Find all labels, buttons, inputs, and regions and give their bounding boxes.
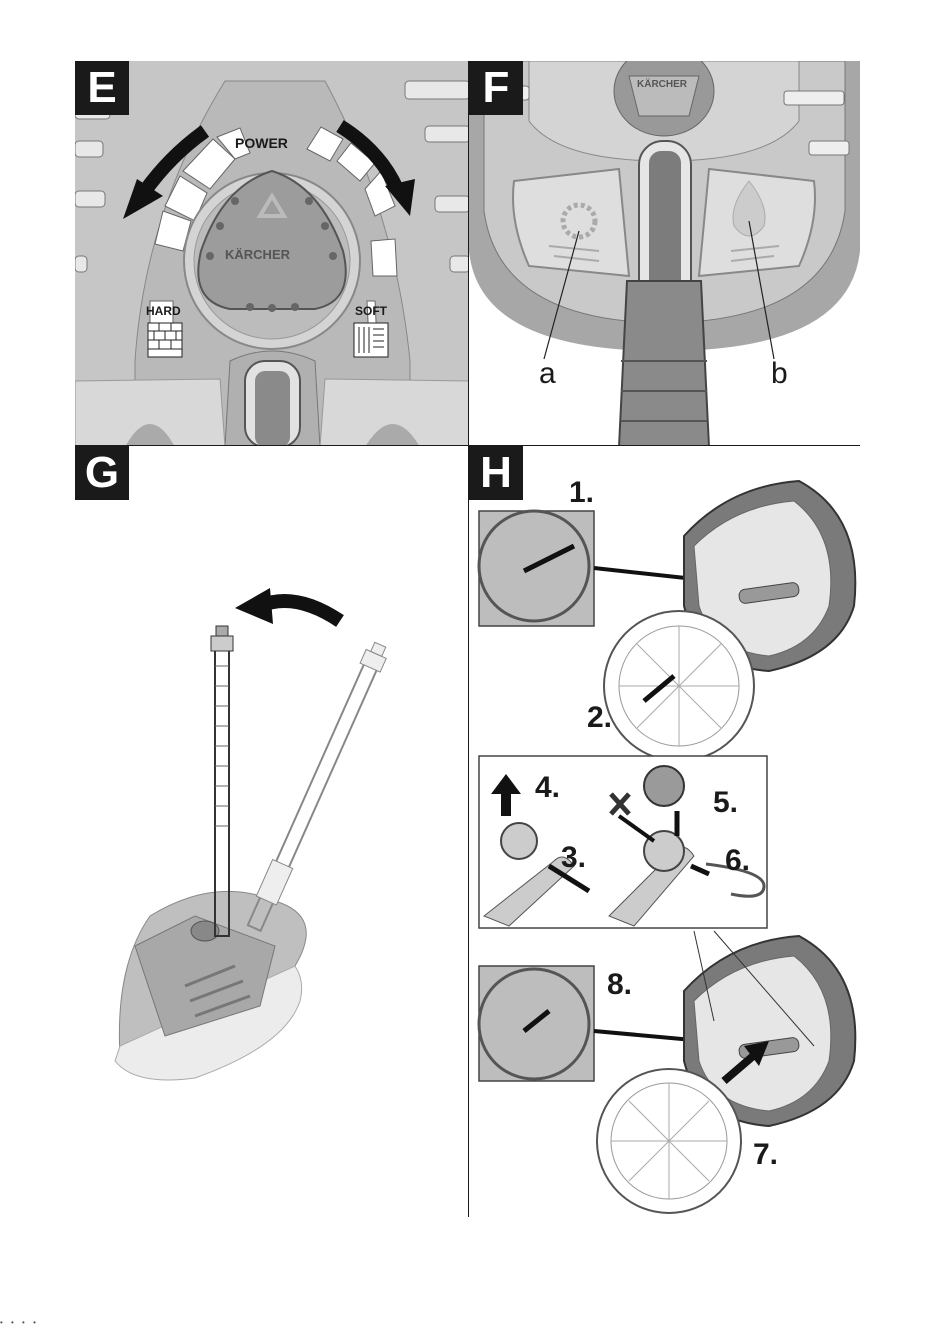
print-marks: • • • • [0, 1318, 39, 1327]
step-1: 1. [569, 476, 594, 510]
panel-e-tag: E [75, 61, 129, 115]
panel-f-tag: F [469, 61, 523, 115]
panel-h-tag: H [469, 446, 523, 500]
label-a: a [539, 357, 556, 391]
panel-f-illustration [469, 61, 860, 447]
soft-label: SOFT [355, 304, 387, 318]
panel-h-illustration [469, 446, 860, 1217]
panel-g-tag: G [75, 446, 129, 500]
step-3: 3. [561, 841, 586, 875]
label-b: b [771, 357, 788, 391]
step-7: 7. [753, 1138, 778, 1172]
panel-g-illustration [75, 446, 470, 1217]
step-8: 8. [607, 968, 632, 1002]
step-5: 5. [713, 786, 738, 820]
panel-f: F a b KÄRCHER [469, 61, 860, 447]
step-4: 4. [535, 771, 560, 805]
panel-h: H 1. 2. 3. 4. 5. 6. 7. 8. [469, 446, 860, 1217]
panel-g: G [75, 446, 470, 1217]
step-2: 2. [587, 701, 612, 735]
power-label: POWER [235, 135, 288, 151]
step-6: 6. [725, 844, 750, 878]
kaercher-logo: KÄRCHER [637, 79, 687, 90]
hard-label: HARD [146, 304, 181, 318]
kaercher-logo: KÄRCHER [225, 247, 290, 262]
panel-e: E POWER HARD SOFT KÄRCHER [75, 61, 470, 447]
